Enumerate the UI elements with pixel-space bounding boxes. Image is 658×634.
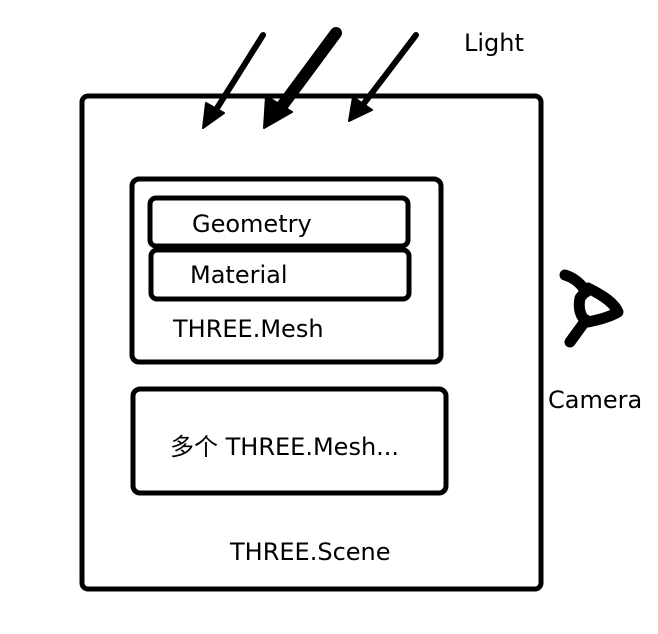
scene-box [79,93,544,592]
light-arrow-middle-icon [263,27,342,129]
geometry-label: Geometry [192,210,312,238]
light-label: Light [464,29,524,57]
material-label: Material [190,261,288,289]
more-meshes-label: 多个 THREE.Mesh... [170,433,399,461]
material-box [148,247,412,302]
scene-label: THREE.Scene [229,538,391,566]
light-arrow-left-icon [202,32,266,129]
more-meshes-box [130,386,449,496]
light-arrows [202,27,419,129]
camera-icon [559,269,624,348]
mesh-label: THREE.Mesh [172,315,324,343]
light-arrow-right-icon [348,32,419,122]
camera-label: Camera [548,386,642,414]
geometry-box [147,195,411,249]
mesh-box [129,176,444,365]
